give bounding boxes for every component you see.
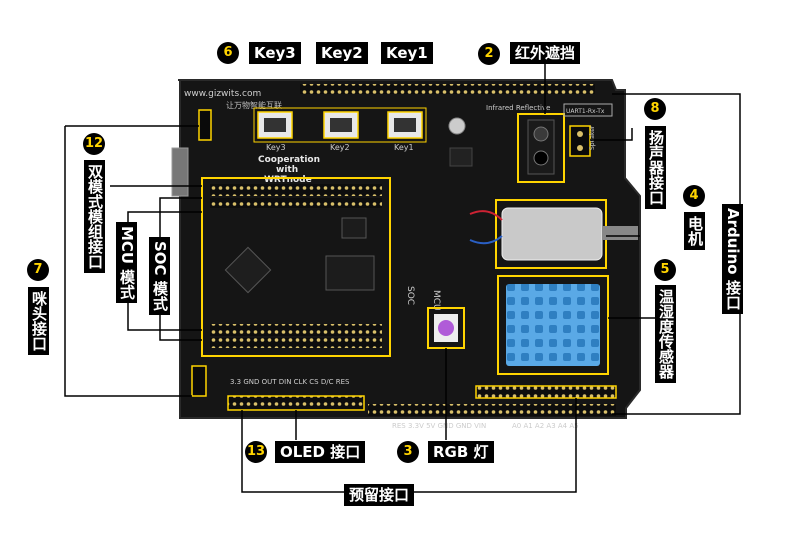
callout-3-number: 3 (397, 441, 419, 463)
coop-line2: with (276, 165, 298, 175)
silk-cn: 让万物智能互联 (226, 100, 282, 110)
potentiometer (448, 117, 466, 135)
callout-arduino-label: Arduino 接口 (722, 204, 743, 314)
temp-humidity-sensor (506, 284, 600, 366)
svg-text:UART1-Rx-Tx: UART1-Rx-Tx (566, 108, 605, 115)
callout-reserved-label: 预留接口 (344, 484, 415, 506)
temp-sensor-frame (497, 275, 609, 375)
callout-key2-label: Key2 (316, 42, 368, 64)
oled-header (227, 395, 365, 411)
key1-silk: Key1 (394, 143, 414, 152)
callout-motor-label: 电机 (684, 212, 705, 250)
speaker-header (569, 125, 591, 157)
callout-infrared-label: 红外遮挡 (510, 42, 581, 64)
key2-silk: Key2 (330, 143, 350, 152)
svg-text:MCU: MCU (431, 290, 441, 311)
callout-key1-label: Key1 (381, 42, 433, 64)
callout-8-number: 8 (644, 98, 666, 120)
svg-text:SOC: SOC (405, 286, 415, 305)
analog-header (475, 385, 617, 399)
callout-mcu-mode-label: MCU 模式 (116, 222, 137, 304)
key3-silk: Key3 (266, 143, 286, 152)
module-header-bottom (210, 324, 382, 336)
motor (501, 207, 603, 261)
coop-line3: WRTnode (264, 175, 312, 185)
analog-header2 (476, 404, 616, 416)
callout-4-number: 4 (683, 185, 705, 207)
keys-frame (253, 107, 427, 143)
chip-top-right (449, 147, 473, 167)
module-header-top (210, 184, 382, 196)
module-frame (201, 177, 391, 357)
usb-port (171, 147, 189, 197)
power-header (368, 404, 484, 416)
top-pin-header (300, 84, 595, 94)
oled-pins-silk: 3.3 GND OUT DIN CLK CS D/C RES (230, 378, 350, 386)
callout-5-number: 5 (654, 259, 676, 281)
callout-12-number: 12 (83, 133, 105, 155)
mic-header (191, 365, 207, 397)
callout-soc-mode-label: SOC 模式 (149, 237, 170, 315)
key-buttons (253, 107, 427, 143)
callout-6-number: 6 (217, 42, 239, 64)
callout-13-number: 13 (245, 441, 267, 463)
callout-key3-label: Key3 (249, 42, 301, 64)
callout-2-number: 2 (478, 43, 500, 65)
callout-oled-label: OLED 接口 (275, 441, 366, 463)
infrared-silk: Infrared Reflective (486, 104, 550, 112)
power-silk: RES 3.3V 5V GND GND VIN (392, 422, 486, 430)
callout-speaker-label: 扬声器接口 (645, 126, 666, 209)
callout-mic-label: 咪头接口 (28, 287, 49, 355)
module-header-top2 (210, 198, 382, 208)
callout-rgb-label: RGB 灯 (428, 441, 494, 463)
small-chip (341, 217, 367, 239)
soc-chip (325, 255, 375, 291)
speaker-silk: Speaker (589, 125, 596, 150)
mcu-chip (224, 246, 272, 294)
coop-line1: Cooperation (258, 155, 320, 165)
website-silk: www.gizwits.com (184, 89, 261, 99)
mic-header-top (198, 109, 212, 141)
callout-temp-label: 温湿度传感器 (655, 285, 676, 383)
analog-silk: A0 A1 A2 A3 A4 A5 (512, 422, 579, 430)
infrared-frame (517, 113, 565, 183)
callout-dual-mode-label: 双模式模组接口 (84, 160, 105, 273)
module-header-bottom2 (210, 338, 382, 348)
uart-box (563, 103, 613, 117)
callout-7-number: 7 (27, 259, 49, 281)
